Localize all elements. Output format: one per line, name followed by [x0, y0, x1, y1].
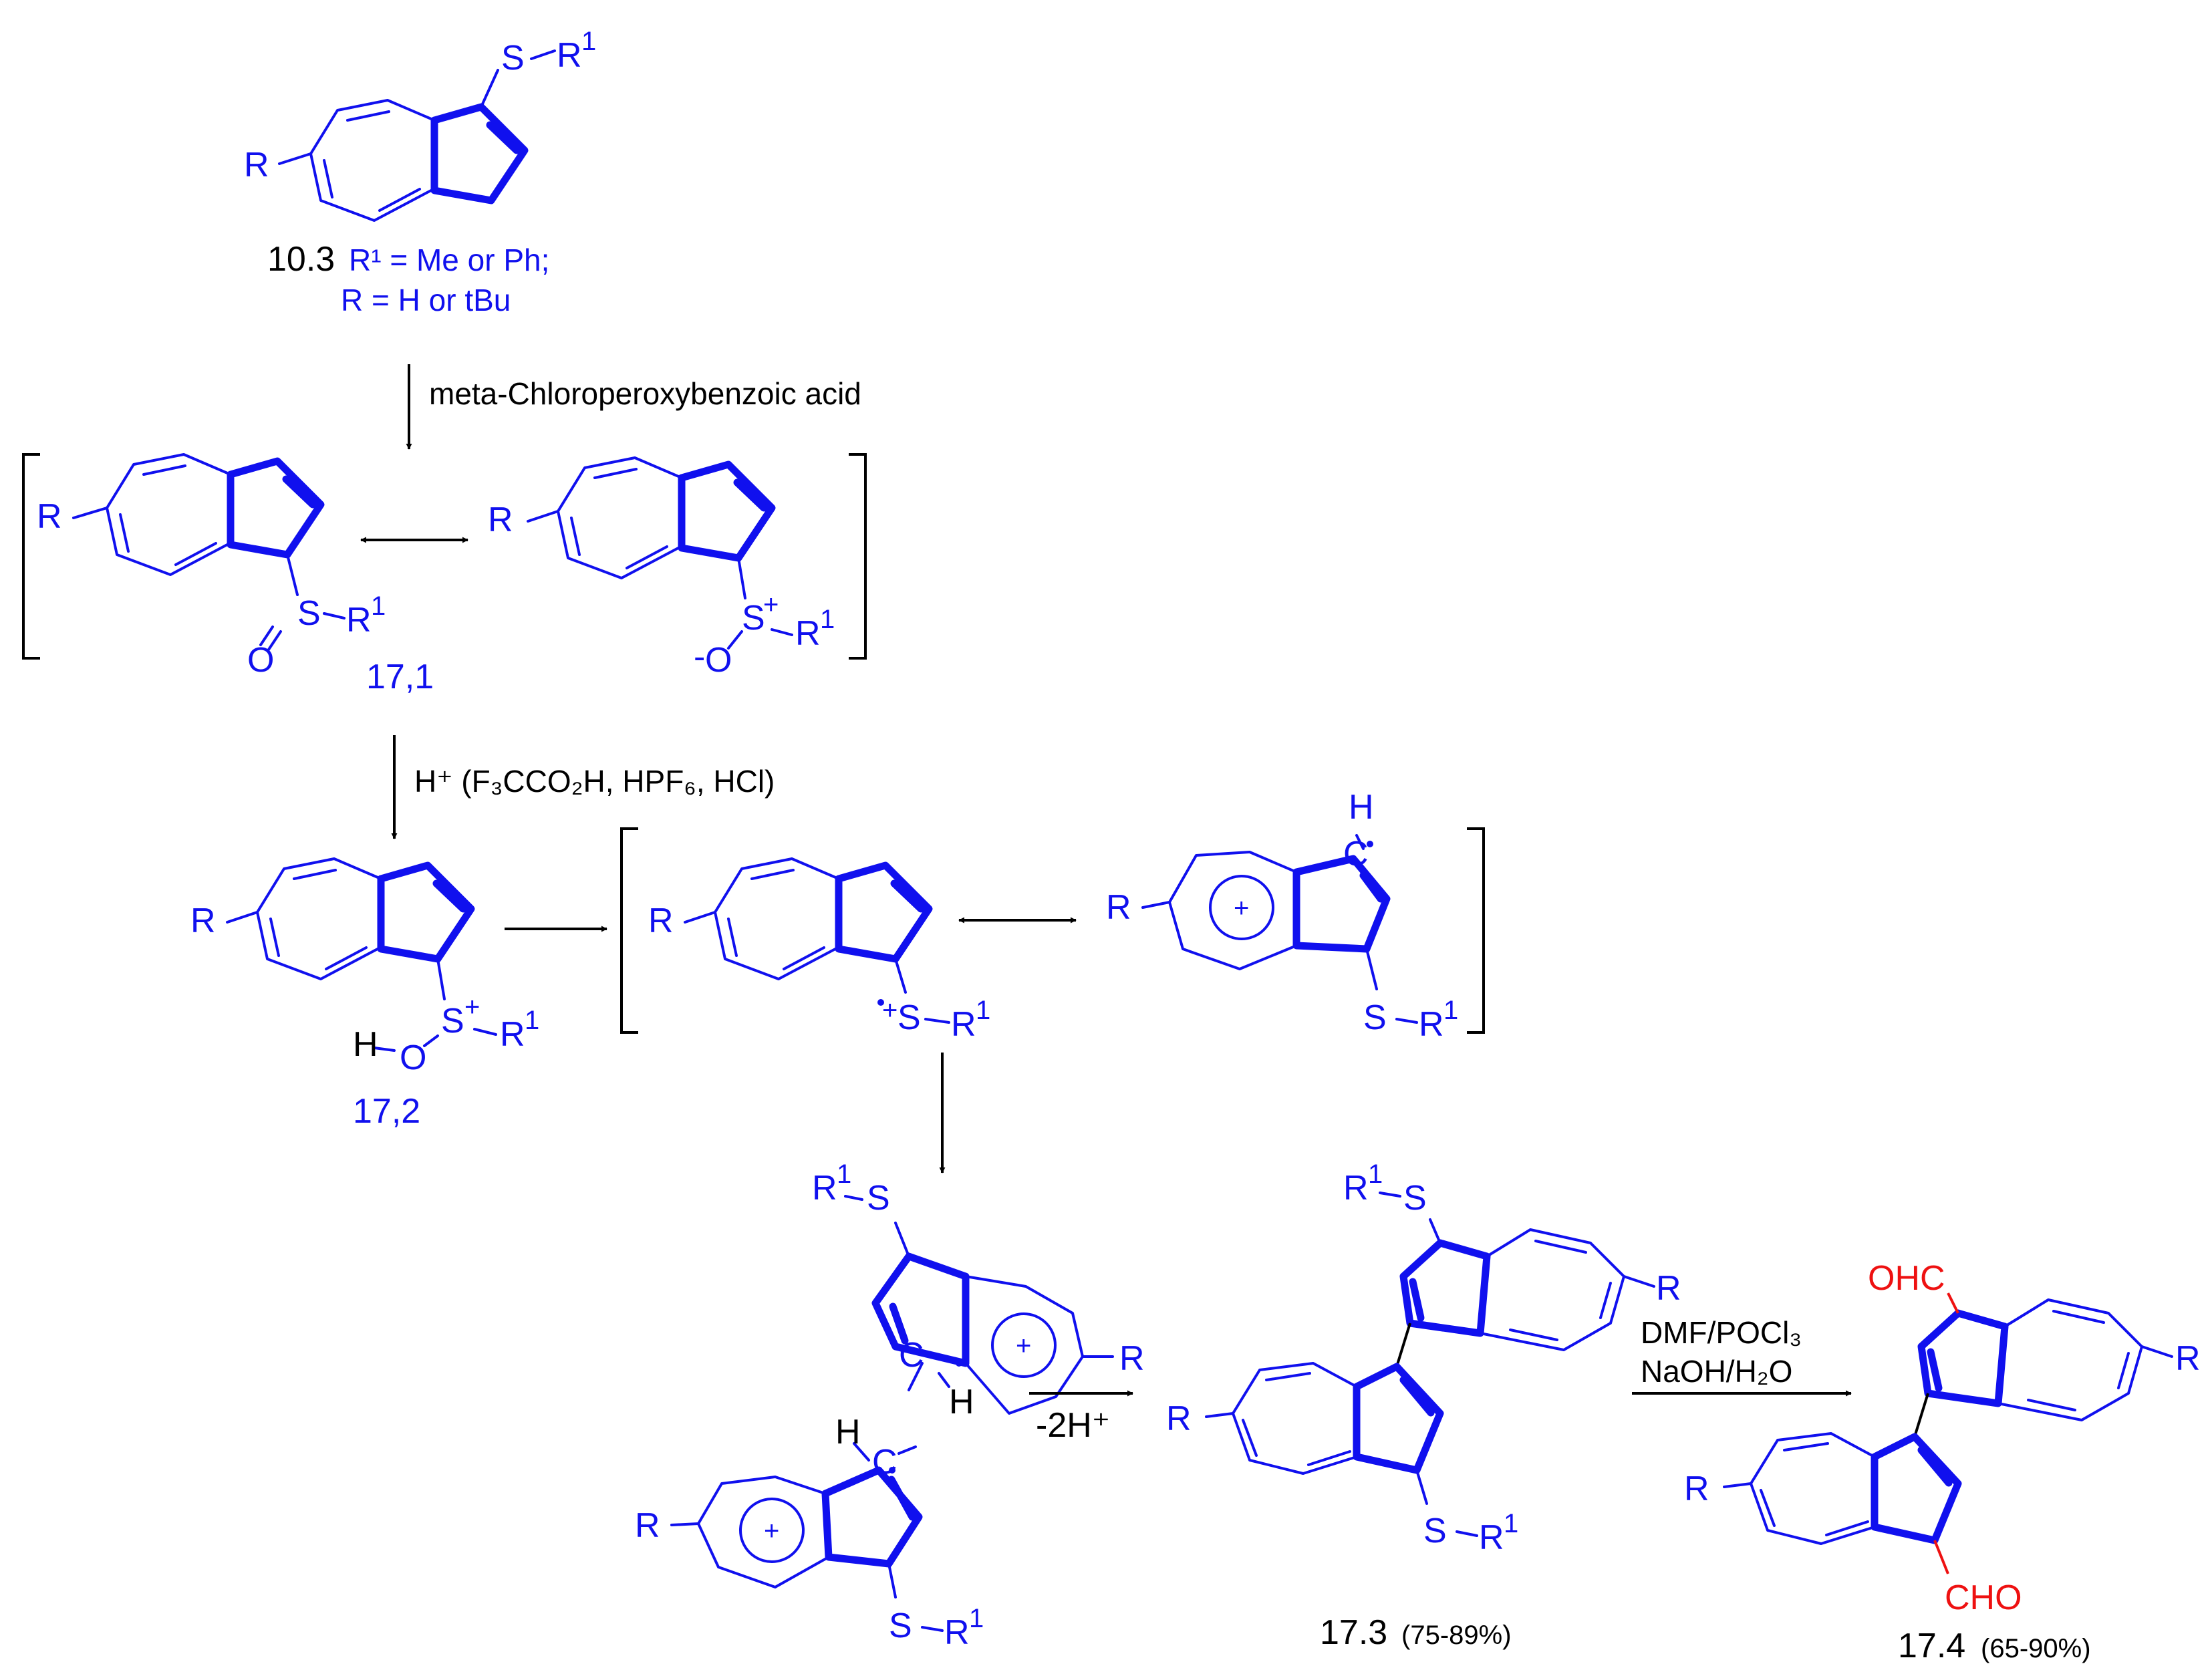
atom-h: H — [949, 1383, 974, 1421]
bracket-right — [1467, 827, 1485, 1034]
atom-r: R — [2175, 1339, 2201, 1378]
atom-s: S — [441, 1002, 464, 1040]
atom-r1: R — [1343, 1169, 1369, 1208]
reagent-acid: H⁺ (F₃CCO₂H, HPF₆, HCl) — [414, 764, 775, 799]
atom-r1: R — [1479, 1518, 1504, 1557]
atom-r1: R — [557, 36, 582, 75]
superscript-1: 1 — [1443, 996, 1458, 1025]
radical-cation-form-a: R + S R 1 — [648, 857, 990, 1044]
reagent-workup: NaOH/H₂O — [1641, 1354, 1792, 1389]
atom-r: R — [244, 146, 269, 184]
atom-c: C — [1343, 835, 1369, 873]
atom-s: S — [889, 1607, 912, 1645]
superscript-1: 1 — [371, 591, 386, 621]
atom-r1: R — [795, 614, 821, 653]
atom-r1: R — [500, 1015, 525, 1054]
atom-r: R — [648, 901, 674, 940]
atom-r: R — [635, 1506, 660, 1545]
atom-s: S — [867, 1179, 890, 1218]
atom-o: O — [705, 641, 732, 680]
atom-h: H — [1349, 788, 1374, 827]
superscript-1: 1 — [820, 605, 835, 634]
atom-s: S — [1403, 1179, 1427, 1218]
atom-r: R — [37, 497, 62, 536]
atom-r: R — [1166, 1399, 1192, 1438]
dimer-dication: R 1 S R + C H H C R + S R 1 — [635, 1159, 1145, 1652]
atom-r1: R — [951, 1005, 976, 1044]
atom-r: R — [1119, 1339, 1145, 1378]
atom-s: S — [1423, 1512, 1447, 1550]
reagent-vilsmeier: DMF/POCl₃ — [1641, 1315, 1802, 1350]
atom-s: S — [742, 599, 765, 638]
superscript-1: 1 — [1368, 1159, 1383, 1189]
superscript-1: 1 — [976, 996, 990, 1025]
compound-17-4: OHC R R CHO — [1684, 1259, 2201, 1617]
charge-plus: + — [882, 996, 897, 1025]
atom-h: H — [835, 1413, 861, 1451]
charge-plus: + — [764, 1516, 779, 1546]
atom-r: R — [190, 901, 216, 940]
definition-r: R = H or tBu — [341, 283, 511, 317]
atom-c: C — [899, 1336, 924, 1375]
atom-r: R — [1684, 1470, 1709, 1508]
superscript-1: 1 — [969, 1604, 984, 1633]
charge-plus: + — [1016, 1331, 1031, 1361]
superscript-1: 1 — [1504, 1509, 1518, 1538]
atom-s: S — [297, 594, 321, 633]
compound-10-3: R S R 1 10.3 R¹ = Me or Ph; R = H or tBu — [244, 27, 596, 317]
atom-r: R — [1656, 1269, 1681, 1308]
compound-17-2: R S + O H R 1 17,2 — [190, 857, 539, 1131]
bracket-left — [22, 453, 40, 660]
radical-cation-form-b: R + C H S R 1 — [1106, 788, 1458, 1044]
atom-h: H — [353, 1025, 378, 1064]
group-formyl: OHC — [1868, 1259, 1945, 1298]
bracket-right — [849, 453, 867, 660]
compound-17-1-form-b: R S + - O R 1 — [488, 456, 835, 680]
superscript-1: 1 — [581, 27, 596, 56]
reagent-deprotonation: -2H⁺ — [1036, 1406, 1110, 1445]
atom-r1: R — [944, 1613, 970, 1652]
yield-17-3: (75-89%) — [1401, 1621, 1512, 1650]
definition-r1: R¹ = Me or Ph; — [349, 243, 549, 277]
label-17-1: 17,1 — [366, 658, 434, 696]
atom-o: O — [400, 1038, 426, 1077]
atom-s: S — [897, 998, 921, 1037]
atom-s: S — [501, 39, 525, 78]
group-formyl: CHO — [1945, 1578, 2022, 1617]
atom-s: S — [1363, 998, 1387, 1037]
superscript-1: 1 — [837, 1159, 851, 1189]
label-17-3: 17.3 — [1320, 1613, 1387, 1652]
yield-17-4: (65-90%) — [1981, 1634, 2091, 1663]
atom-r1: R — [812, 1169, 837, 1208]
atom-o: O — [247, 641, 274, 680]
atom-r1: R — [346, 601, 372, 640]
bracket-left — [620, 827, 638, 1034]
atom-r: R — [1106, 888, 1131, 927]
compound-17-1-form-a: R S O R 1 — [37, 453, 386, 680]
atom-r1: R — [1419, 1005, 1444, 1044]
superscript-1: 1 — [525, 1006, 539, 1035]
compound-label: 10.3 — [267, 240, 335, 279]
label-17-2: 17,2 — [353, 1092, 420, 1131]
label-17-4: 17.4 — [1898, 1627, 1965, 1665]
charge-minus: - — [694, 638, 705, 676]
atom-r: R — [488, 501, 513, 539]
reagent-mcpba: meta-Chloroperoxybenzoic acid — [429, 376, 861, 411]
atom-c: C — [872, 1443, 897, 1482]
charge-plus: + — [1234, 893, 1249, 923]
charge-plus: + — [763, 590, 779, 619]
charge-plus: + — [464, 992, 480, 1022]
compound-17-3: R 1 S R R S R 1 — [1166, 1159, 1681, 1557]
